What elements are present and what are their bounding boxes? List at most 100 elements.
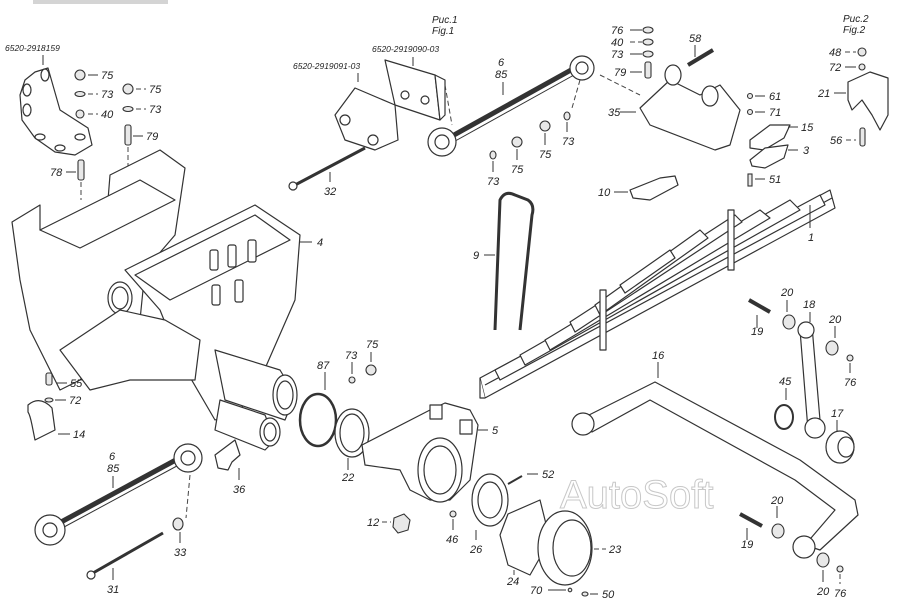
part-outline [571,412,595,436]
callout-label-c55: 55 [70,378,83,390]
fig2-title-en: Fig.2 [843,25,866,36]
callout-label-c75c: 75 [539,149,552,161]
bracket-6520-2919090-03: 6520-2919090-03 [372,44,453,126]
callout-label-c76a: 76 [611,25,624,37]
leader-line [52,459,189,534]
part-outline [74,90,86,98]
part-outline [54,144,66,152]
part-outline [34,133,46,141]
callout-label-c75a: 75 [101,70,114,82]
callout-label-c15: 15 [801,122,814,134]
part-outline [434,74,446,121]
part-outline [227,244,237,268]
part-outline [122,83,134,95]
callout-label-c12: 12 [367,517,379,529]
part-outline [40,68,50,82]
callout-label-c21: 21 [817,88,830,100]
part-outline [367,134,379,146]
part-outline [837,436,855,458]
callout-label-c20c: 20 [770,495,784,507]
callout-label-c9: 9 [473,250,479,262]
part-outline [644,61,652,79]
part-outline [642,50,654,58]
part-outline [493,191,535,331]
part-outline [701,85,719,107]
part-outline [365,364,377,376]
part-outline [449,510,457,518]
part-outline [746,108,754,116]
callout-label-c3: 3 [803,145,810,157]
callout-label-c73a: 73 [101,89,114,101]
part-outline [857,47,867,57]
callout-label-c73f: 73 [345,350,358,362]
callout-label-c20b: 20 [828,314,842,326]
callout-label-c5: 5 [492,425,499,437]
part-outline [507,475,523,485]
part-outline [511,136,523,148]
part-outline [727,209,735,271]
callout-label-c20d: 20 [816,586,830,598]
part-outline [792,535,816,559]
part-outline [59,309,201,391]
callout-label-c45: 45 [779,376,792,388]
bolt-32: 32 [288,146,366,198]
bracket-35: 35 [599,64,741,151]
part-outline [479,378,485,399]
callout-label-c4: 4 [317,237,323,249]
assembly-number-bracket-b: 6520-2919090-03 [372,44,439,54]
part-outline [858,63,866,71]
callout-label-c6a: 6 [498,57,505,69]
part-outline [748,298,771,314]
part-outline [348,376,356,384]
part-outline [214,439,241,471]
part-outline [294,146,366,187]
leader-line [444,84,453,126]
part-outline [180,450,196,466]
callout-label-c36: 36 [233,484,246,496]
cap-14-group: 55 72 14 [27,372,85,441]
callout-label-c18: 18 [803,299,816,311]
callout-label-c50: 50 [602,589,615,601]
assembly-number-bracket-left: 6520-2918159 [5,43,60,53]
part-outline [74,133,86,141]
part-outline [771,523,785,539]
callout-label-c75b: 75 [149,84,162,96]
callout-label-c58: 58 [689,33,702,45]
callout-label-c75d: 75 [511,164,524,176]
callout-label-c48: 48 [829,47,842,59]
part-outline [211,284,221,306]
part-outline [563,111,571,121]
leaf-spring: 1 [479,189,836,399]
callout-label-c70: 70 [530,585,543,597]
u-bolt-9: 9 [473,191,535,331]
part-outline [423,445,457,495]
part-outline [489,150,497,160]
part-outline [42,522,58,538]
fig1-title-en: Fig.1 [432,26,454,37]
part-outline [664,64,682,86]
callout-label-c19a: 19 [751,326,763,338]
callout-label-c51: 51 [769,174,781,186]
callout-label-c56: 56 [830,135,843,147]
part-outline [44,397,54,403]
part-outline [19,67,93,156]
part-outline [74,69,86,81]
hub-small-parts: 12 46 26 52 [367,469,554,556]
part-outline [825,340,839,356]
callout-label-c79a: 79 [146,131,158,143]
callout-label-c75e: 75 [366,339,379,351]
part-outline [392,513,411,534]
part-outline [172,517,184,531]
callout-label-c72b: 72 [69,395,81,407]
callout-label-c14: 14 [73,429,85,441]
watermark: AutoSoft [560,473,713,517]
part-outline [799,325,821,431]
callout-label-c32: 32 [324,186,336,198]
part-outline [749,144,789,169]
stabilizer-link-18: 19 20 18 20 76 45 17 [748,287,857,464]
part-outline [459,419,473,435]
bracket-6520-2919091-03: 6520-2919091-03 [293,61,399,151]
callout-label-c61: 61 [769,91,781,103]
callout-label-c16: 16 [652,350,665,362]
